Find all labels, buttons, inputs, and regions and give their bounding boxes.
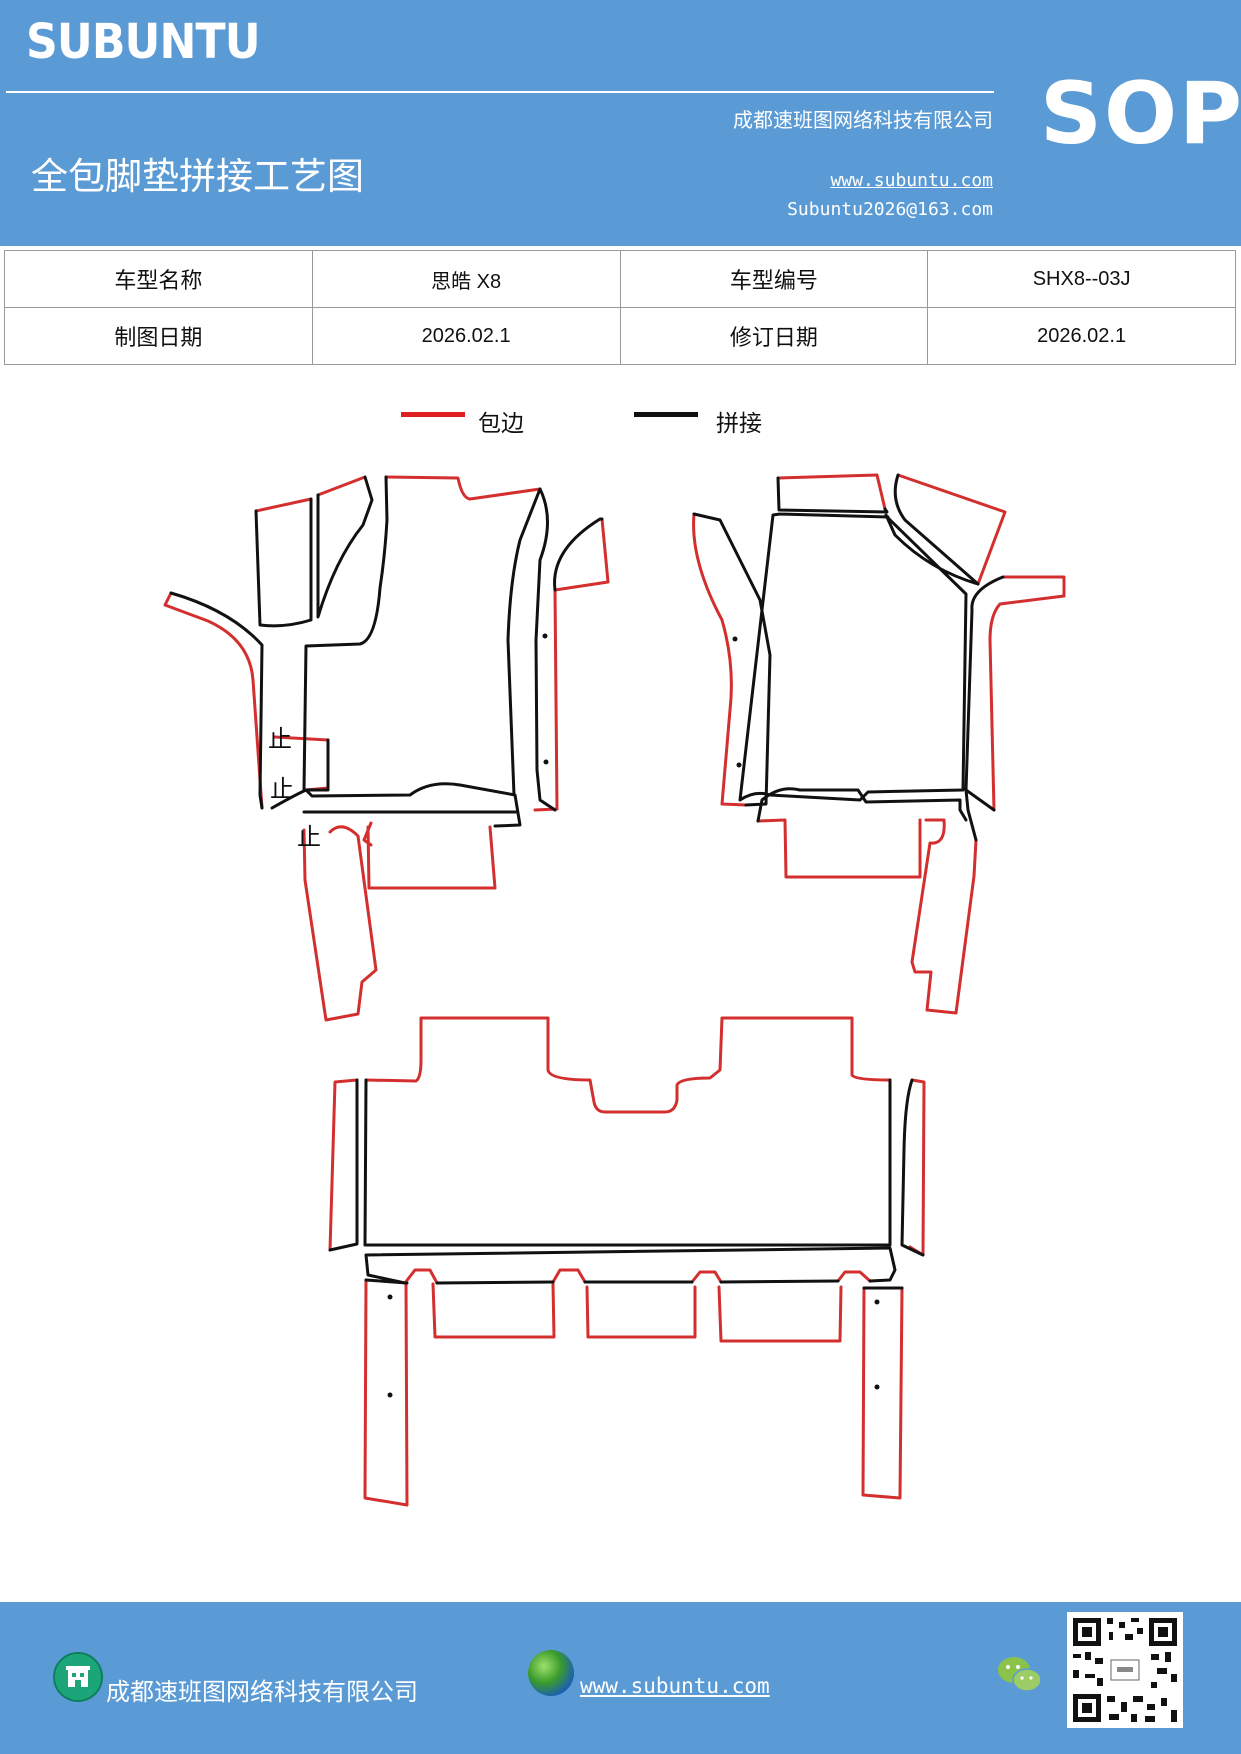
- front-left-mat: 止 止 止: [163, 475, 610, 1022]
- legend-swatch-seam: [634, 412, 698, 417]
- page-title: 全包脚垫拼接工艺图: [31, 155, 364, 198]
- stop-mark: 止: [270, 775, 294, 803]
- footer-website-link[interactable]: www.subuntu.com: [580, 1674, 770, 1698]
- model-name-label: 车型名称: [4, 250, 313, 308]
- revision-date-value: 2026.02.1: [927, 307, 1236, 365]
- model-code-label: 车型编号: [619, 250, 929, 308]
- qr-code-icon: [1067, 1612, 1183, 1728]
- legend-label-seam: 拼接: [716, 411, 762, 437]
- wechat-icon[interactable]: [996, 1654, 1044, 1700]
- website-link[interactable]: www.subuntu.com: [830, 170, 993, 191]
- sop-badge: SOP: [1040, 64, 1241, 164]
- model-name-value: 思皓 X8: [311, 250, 621, 308]
- brand-logo: SUBUNTU: [26, 14, 261, 70]
- footer-banner: 成都速班图网络科技有限公司 www.subuntu.com: [0, 1602, 1241, 1754]
- stop-mark: 止: [268, 725, 292, 753]
- model-code-value: SHX8--03J: [927, 250, 1236, 308]
- draw-date-value: 2026.02.1: [311, 307, 621, 365]
- globe-icon: [528, 1650, 574, 1696]
- company-name: 成都速班图网络科技有限公司: [733, 108, 993, 132]
- legend: 包边 拼接: [0, 404, 1241, 437]
- stop-mark: 止: [297, 823, 321, 851]
- rear-mat: [328, 1016, 926, 1507]
- legend-swatch-edge: [401, 412, 465, 417]
- building-icon: [53, 1652, 103, 1702]
- draw-date-label: 制图日期: [4, 307, 313, 365]
- header-banner: SUBUNTU 成都速班图网络科技有限公司 全包脚垫拼接工艺图 www.subu…: [0, 0, 1241, 246]
- footer-company-name: 成都速班图网络科技有限公司: [106, 1678, 418, 1706]
- revision-date-label: 修订日期: [619, 307, 929, 365]
- info-table: 车型名称 思皓 X8 车型编号 SHX8--03J 制图日期 2026.02.1…: [4, 250, 1236, 365]
- table-row: 车型名称 思皓 X8 车型编号 SHX8--03J: [4, 250, 1236, 308]
- email-address: Subuntu2026@163.com: [787, 199, 993, 220]
- front-right-mat: [692, 473, 1066, 1015]
- header-divider: [6, 91, 994, 93]
- table-row: 制图日期 2026.02.1 修订日期 2026.02.1: [4, 307, 1236, 365]
- legend-label-edge: 包边: [478, 411, 524, 437]
